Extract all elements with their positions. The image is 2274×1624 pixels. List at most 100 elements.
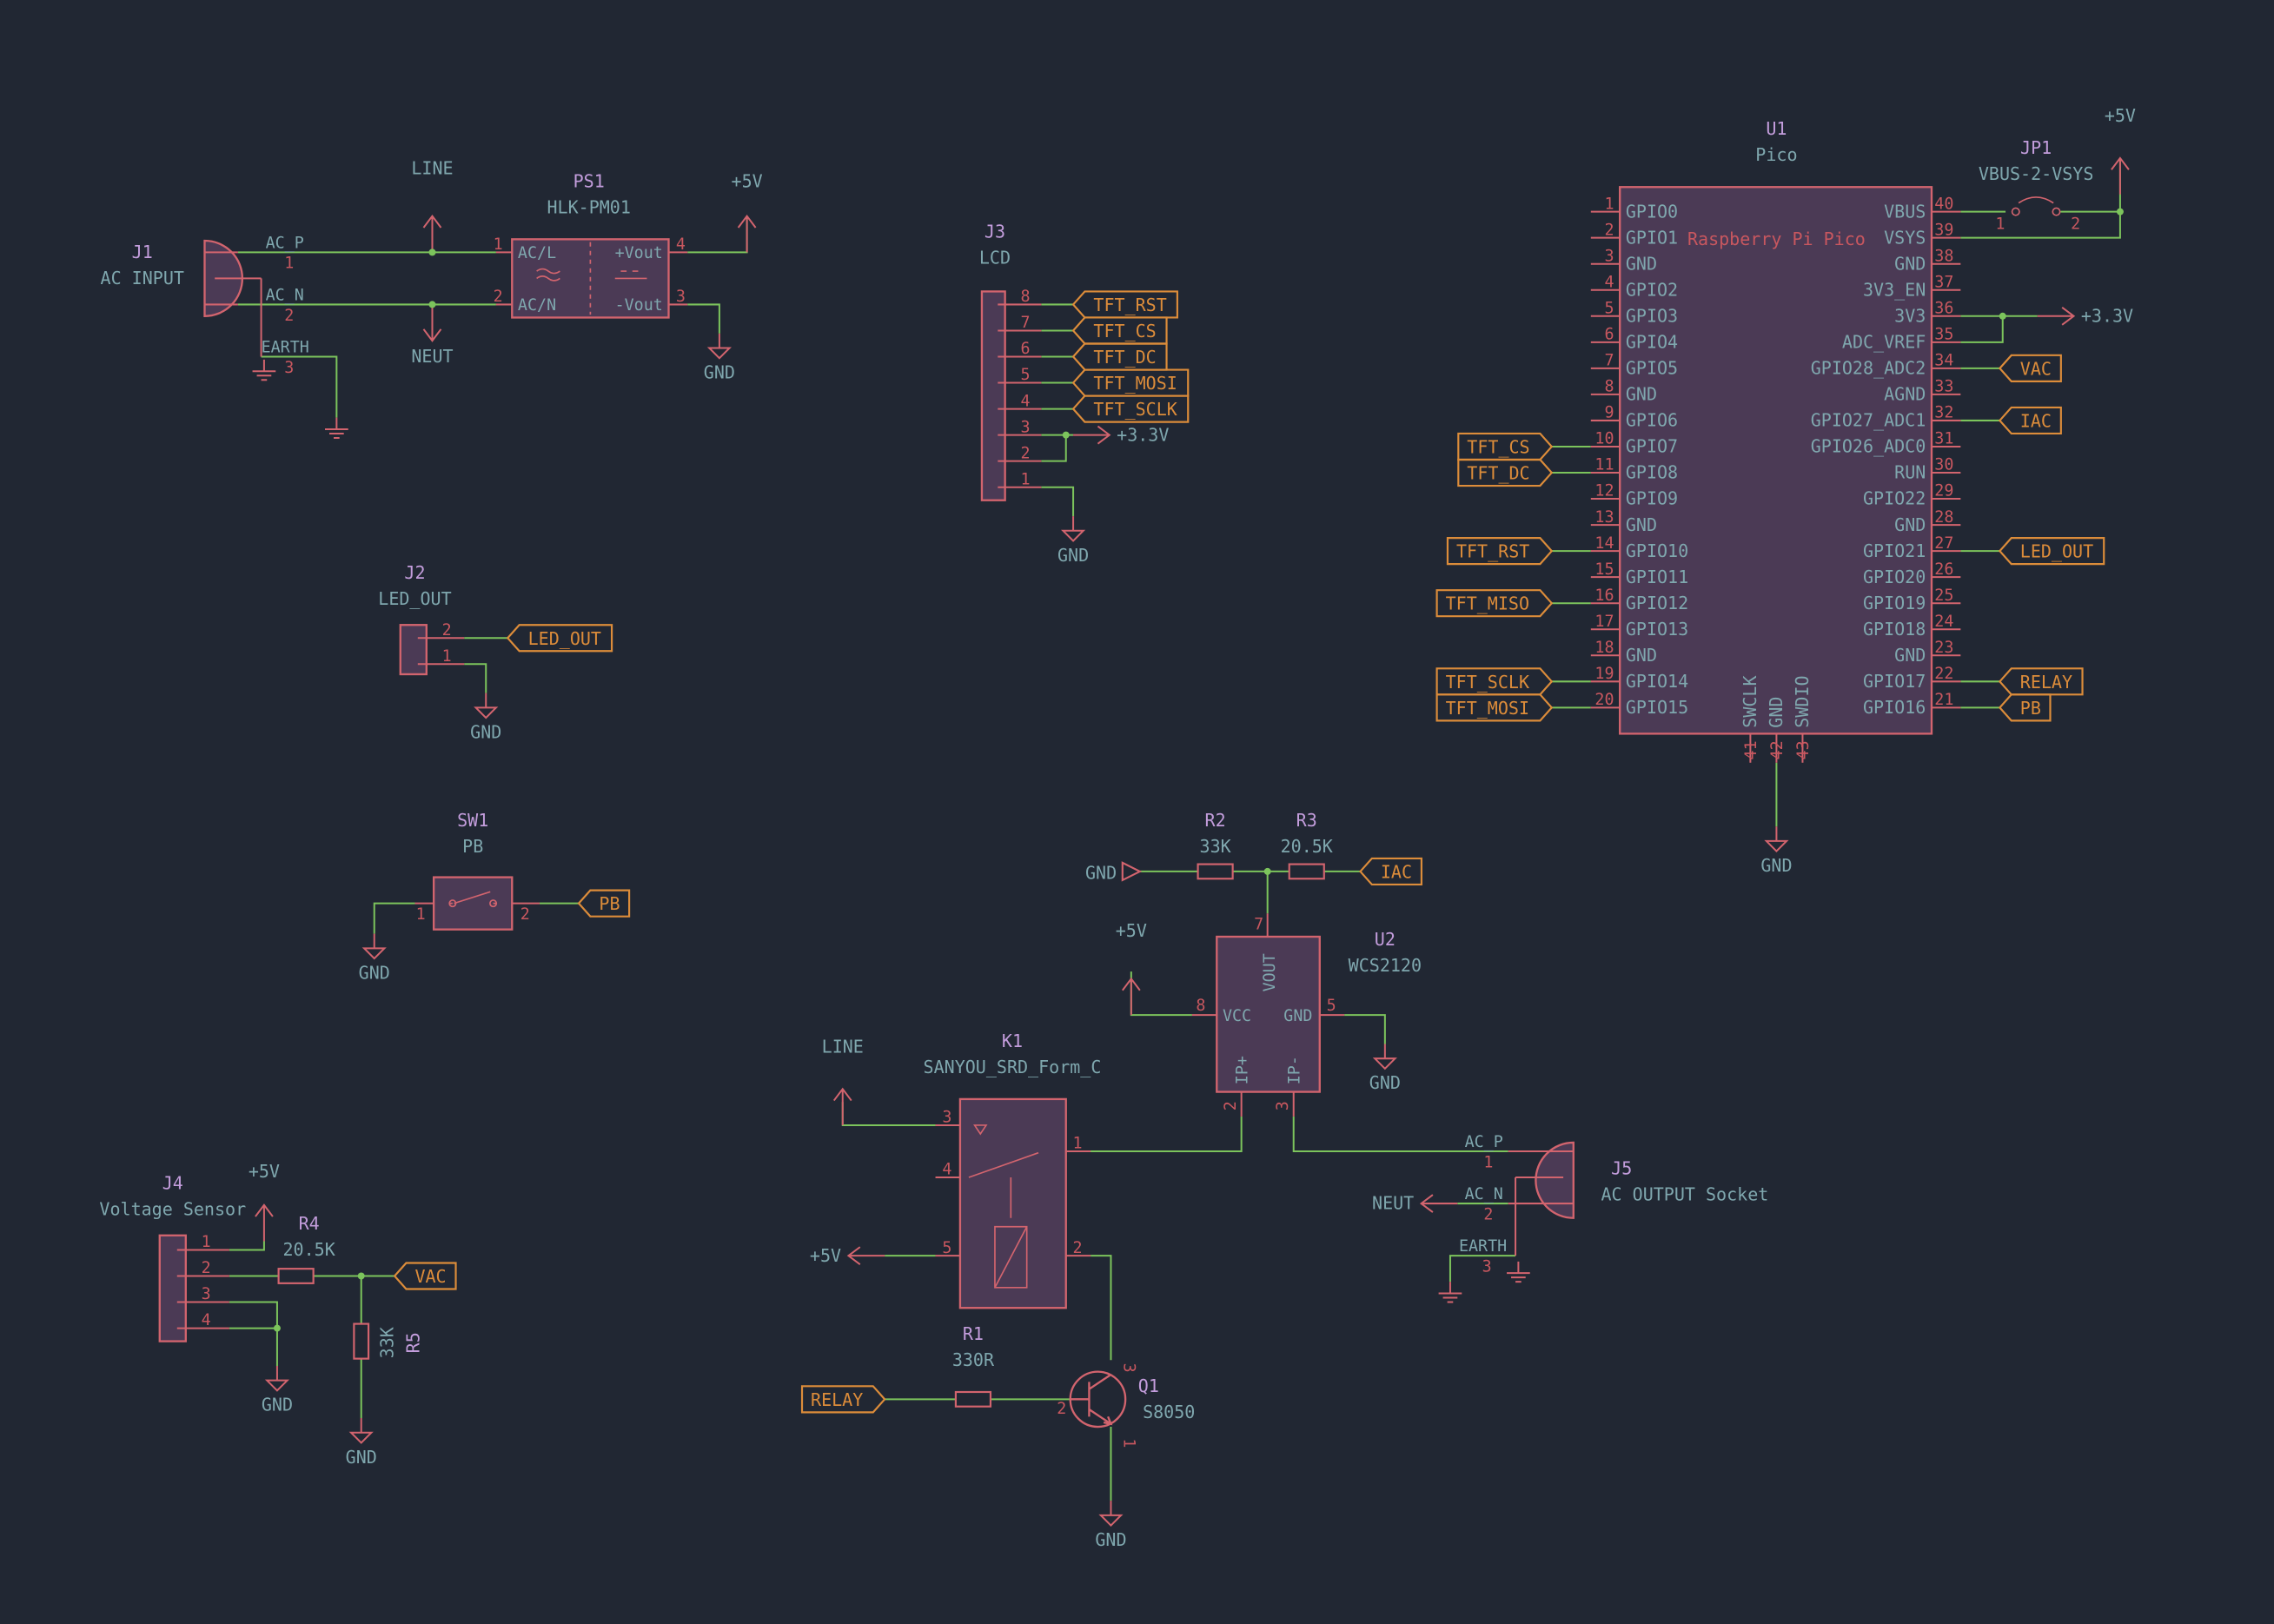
j3-pin-num: 5 — [1020, 366, 1030, 384]
power-arrow-up — [255, 1203, 274, 1242]
u1-left-pin-num: 1 — [1604, 195, 1614, 213]
power-arrow-up — [832, 1087, 852, 1125]
u1-bottom-pin-num: 42 — [1768, 740, 1787, 759]
ps1-pin-num: 2 — [494, 288, 503, 306]
u1-right-pin-name: VBUS — [1884, 201, 1926, 222]
power-label: +3.3V — [2081, 305, 2133, 326]
ps1-value: HLK-PM01 — [547, 196, 631, 217]
net-label-flag — [1998, 667, 2084, 696]
net-label-text: TFT_DC — [1467, 463, 1529, 484]
net-label-text: TFT_SCLK — [1446, 672, 1529, 693]
j3-ref: J3 — [985, 222, 1005, 242]
junction-dot — [1062, 431, 1070, 439]
gnd-label: GND — [1085, 862, 1117, 883]
power-arrow-up — [1122, 977, 1141, 1016]
r2-body — [1197, 863, 1234, 880]
earth-symbol — [1438, 1282, 1462, 1303]
u1-left-pin-num: 3 — [1604, 247, 1614, 265]
net-label-flag — [393, 1262, 457, 1290]
net-label-text: TFT_RST — [1456, 541, 1529, 562]
power-arrow-up — [2111, 156, 2130, 195]
u1-right-pin-num: 22 — [1934, 665, 1953, 683]
net-label-text: PB — [599, 893, 620, 914]
j3-body — [980, 290, 1006, 501]
r5-body — [353, 1322, 370, 1360]
sw1-pin-num: 2 — [520, 905, 530, 924]
wire — [464, 663, 487, 693]
u1-bottom-pin-num: 41 — [1742, 740, 1760, 759]
net-label-text: TFT_DC — [1093, 347, 1156, 368]
wire — [1960, 315, 2004, 343]
u1-left-pin-name: GPIO10 — [1626, 540, 1688, 561]
net-label-text: VAC — [2020, 358, 2052, 379]
u1-right-pin-num: 27 — [1934, 534, 1953, 553]
j4-pin-num: 4 — [202, 1311, 211, 1329]
junction-dot — [428, 301, 436, 308]
sw1-value: PB — [462, 836, 483, 857]
u1-bottom-pin-name: GND — [1766, 697, 1787, 728]
u1-right-pin-name: GPIO16 — [1863, 697, 1926, 718]
u1-right-pin-num: 30 — [1934, 456, 1953, 474]
power-label: +5V — [1116, 920, 1147, 941]
gnd-symbol — [474, 693, 499, 719]
net-label-text: VAC — [414, 1266, 446, 1287]
power-arrow-left — [1419, 1194, 1458, 1213]
j5-pin-num: 2 — [1483, 1205, 1493, 1223]
u1-right-pin-name: GND — [1894, 514, 1926, 535]
net-label-text: TFT_SCLK — [1093, 399, 1177, 420]
u1-body-text: Raspberry Pi Pico — [1687, 229, 1866, 249]
net-label-text: TFT_RST — [1093, 295, 1166, 315]
u1-left-pin-name: GPIO1 — [1626, 227, 1678, 248]
gnd-label: GND — [1369, 1072, 1401, 1093]
wire — [1041, 486, 1075, 517]
k1-ref: K1 — [1002, 1031, 1023, 1051]
net-label-flag — [1435, 693, 1554, 722]
q1-pin-num: 1 — [1119, 1438, 1137, 1448]
net-label-text: LED_OUT — [528, 628, 601, 649]
j4-value: Voltage Sensor — [99, 1198, 246, 1219]
j5-body — [1535, 1141, 1575, 1219]
net-label-flag — [577, 889, 631, 918]
wire — [229, 1327, 278, 1366]
power-label: LINE — [411, 157, 453, 178]
u1-left-pin-name: GPIO11 — [1626, 567, 1688, 587]
u1-right-pin-num: 23 — [1934, 639, 1953, 657]
u1-right-pin-num: 38 — [1934, 247, 1953, 265]
j3-value: LCD — [979, 248, 1011, 268]
j5-pin-name: EARTH — [1459, 1237, 1507, 1256]
k1-internals — [968, 1124, 1039, 1289]
u1-right-pin-name: 3V3_EN — [1863, 279, 1926, 300]
net-label-text: TFT_MISO — [1446, 593, 1529, 614]
k1-pin-num: 3 — [942, 1109, 951, 1127]
j5-pin-num: 3 — [1482, 1257, 1492, 1276]
u1-left-pin-name: GPIO8 — [1626, 462, 1678, 483]
j1-pin-name: AC_P — [266, 234, 304, 252]
wire — [1449, 1255, 1516, 1283]
wire — [1091, 1255, 1112, 1361]
u2-pin-num: 7 — [1254, 916, 1263, 934]
power-arrow-up — [422, 214, 442, 253]
jp1-pin-num: 1 — [1995, 215, 2005, 234]
u1-right-pin-num: 25 — [1934, 587, 1953, 605]
u1-left-pin-name: GPIO14 — [1626, 671, 1688, 692]
net-label-flag — [1457, 458, 1554, 487]
ps1-pin-name: +Vout — [615, 244, 663, 262]
junction-dot — [1999, 312, 2006, 320]
power-label: LINE — [822, 1037, 864, 1057]
power-label: NEUT — [411, 346, 453, 367]
gnd-label: GND — [1095, 1529, 1126, 1550]
j4-pin-num: 3 — [202, 1285, 211, 1303]
q1-pin-num: 2 — [1057, 1400, 1066, 1418]
net-label-flag — [1071, 368, 1190, 397]
gnd-label: GND — [470, 721, 501, 742]
ps1-ref: PS1 — [573, 170, 605, 191]
wire — [1130, 971, 1192, 1017]
part-bodies — [158, 186, 2061, 1428]
junction-dot — [2116, 208, 2124, 215]
r1-body — [954, 1390, 992, 1408]
sw1-pin-num: 1 — [416, 905, 426, 924]
net-label-text: RELAY — [811, 1389, 863, 1410]
net-label-text: RELAY — [2020, 672, 2072, 693]
j2-value: LED_OUT — [378, 588, 451, 609]
